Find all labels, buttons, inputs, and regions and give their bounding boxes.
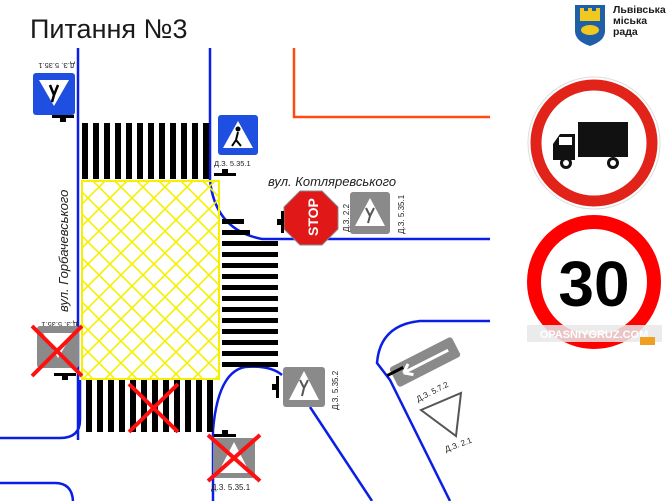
sign-pedestrian-crossing-top: Д.З. 5.35.1 <box>214 115 258 176</box>
svg-text:OPASNIYGRUZ.COM: OPASNIYGRUZ.COM <box>540 329 649 341</box>
svg-text:Д.З. 5.35.1: Д.З. 5.35.1 <box>397 194 406 234</box>
street-label-horbachevskoho: вул. Горбачевського <box>56 190 71 312</box>
yellow-hatched-zone <box>81 180 220 380</box>
svg-text:Д.З. 5.35.1: Д.З. 5.35.1 <box>41 320 78 329</box>
lviv-city-council-logo: Львівська міська рада <box>572 3 672 47</box>
speed-limit-sign: 30 OPASNIYGRUZ.COM <box>527 215 662 349</box>
sign-one-way <box>389 337 461 387</box>
sign-children-top-left: Д.З. 5.35.1 <box>33 61 75 122</box>
svg-text:Д.З. 5.35.1: Д.З. 5.35.1 <box>211 483 251 492</box>
yield-label: Д.З. 2.1 <box>444 436 474 454</box>
sign-crossed-bottom-center: Д.З. 5.35.1 <box>206 430 262 492</box>
svg-text:Д.З. 5.35.1: Д.З. 5.35.1 <box>214 159 251 168</box>
coat-of-arms-icon <box>575 5 605 46</box>
svg-text:Д.З. 5.35.2: Д.З. 5.35.2 <box>331 370 340 410</box>
svg-text:STOP: STOP <box>305 198 321 236</box>
sign-children-bottom-right: Д.З. 5.35.2 <box>272 367 340 410</box>
svg-text:Д.З. 5.35.1: Д.З. 5.35.1 <box>38 61 75 70</box>
street-label-kotliarevskoho: вул. Котляревського <box>268 174 396 189</box>
crosswalk-bottom-cross <box>127 382 180 434</box>
logo-line-3: рада <box>613 26 638 38</box>
sign-yield <box>419 391 463 438</box>
logo-line-2: міська <box>613 15 648 27</box>
sign-crossed-left-mid: Д.З. 5.35.1 <box>30 320 84 380</box>
page-title: Питання №3 <box>30 14 188 44</box>
crosswalk-top <box>82 123 209 179</box>
orange-boundary-line <box>292 48 490 119</box>
svg-text:Д.З. 2.2: Д.З. 2.2 <box>342 203 351 232</box>
svg-text:30: 30 <box>558 248 629 320</box>
truck-prohibited-sign <box>527 76 661 210</box>
crosswalk-right <box>222 219 278 367</box>
sign-children-gray-kotliarevskoho: Д.З. 5.35.1 <box>350 192 406 234</box>
logo-line-1: Львівська <box>613 4 666 16</box>
stop-sign: STOP Д.З. 2.2 <box>277 190 351 246</box>
